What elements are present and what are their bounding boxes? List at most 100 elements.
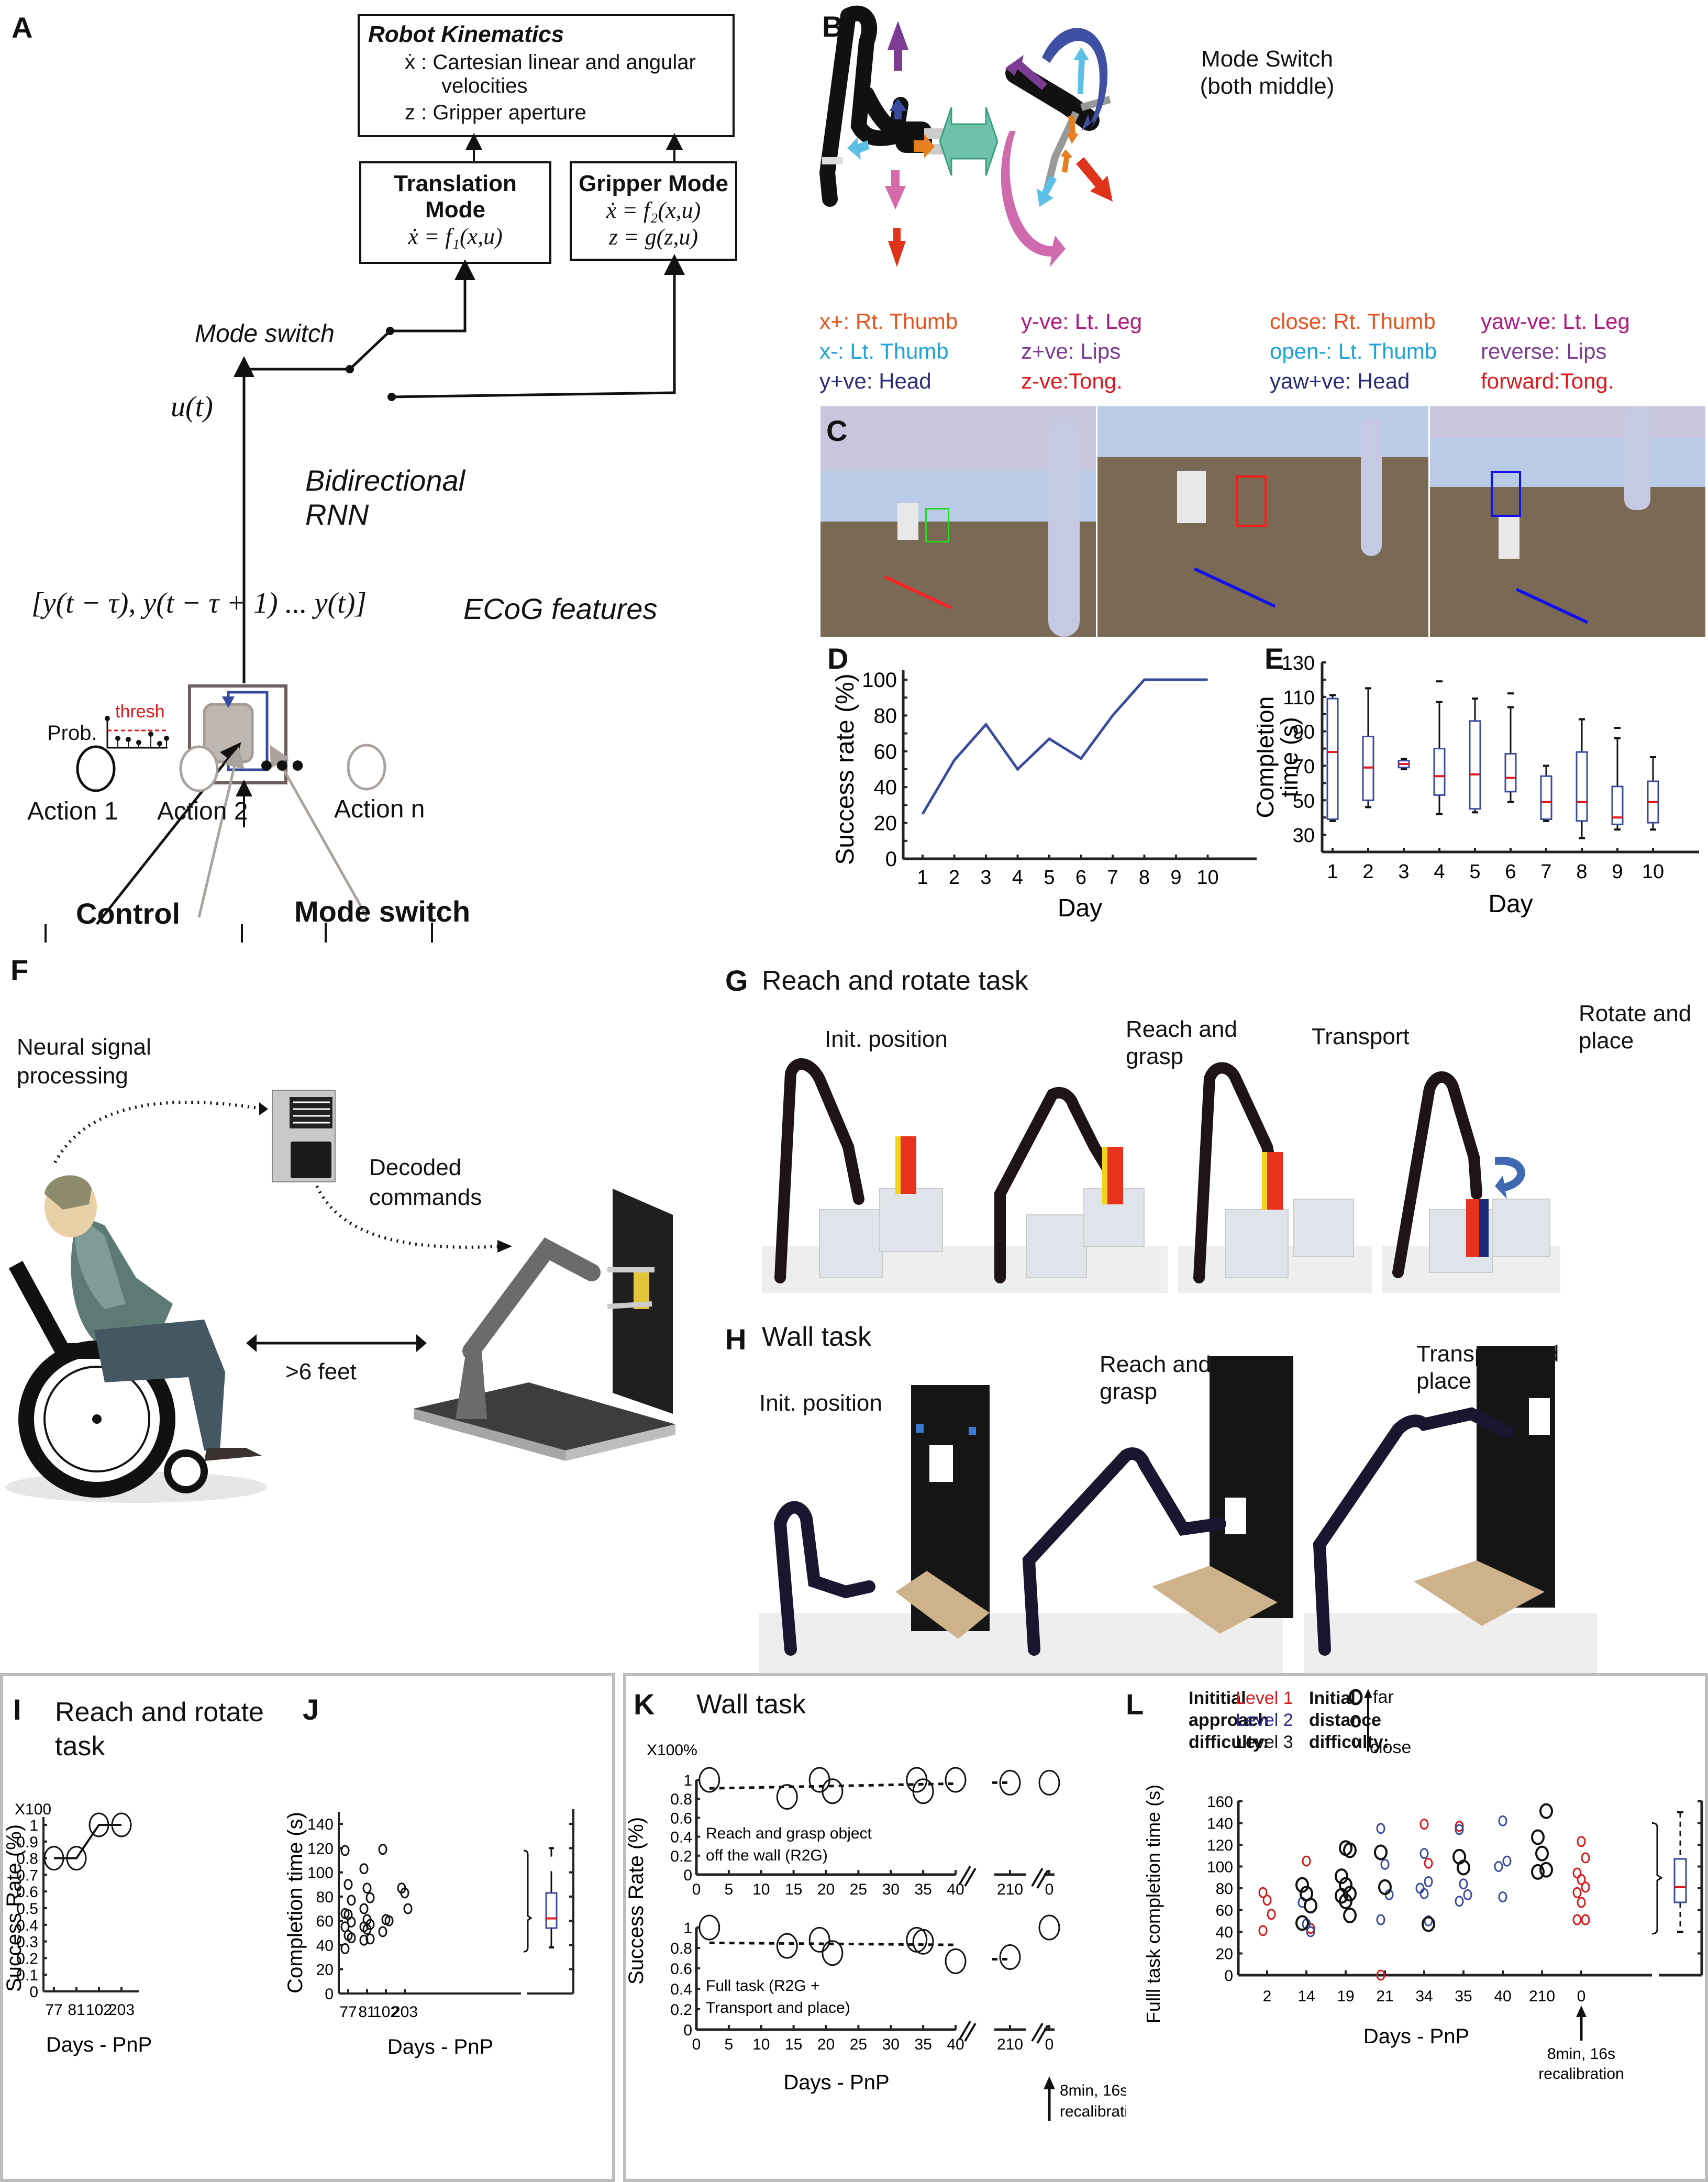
data-point [359, 1903, 369, 1914]
data-point-level-1 [1581, 1881, 1590, 1893]
g-photo-4 [1382, 1071, 1560, 1293]
y-tick-label: 0.2 [16, 1950, 38, 1967]
g-photo-2 [979, 1087, 1168, 1293]
y-tick-label: 0.7 [16, 1867, 38, 1884]
neural-signal-label-2: processing [17, 1063, 128, 1089]
g-step-4-label: Rotate and place [1579, 1001, 1692, 1054]
data-point-level-1 [1258, 1887, 1268, 1898]
g-photo-1 [762, 1058, 982, 1293]
x-tick-label: 10 [1196, 867, 1218, 889]
y-tick-label: 0.8 [670, 1791, 692, 1808]
x-tick-label: 15 [785, 2036, 802, 2053]
data-point [343, 1879, 353, 1890]
x-tick-label: 14 [1297, 1988, 1315, 2005]
mode-switch-text-1: Mode Switch [1201, 46, 1333, 72]
kinematics-line-1: ẋ : Cartesian linear and angular [405, 51, 696, 74]
map-reverse: reverse: Lips [1481, 339, 1607, 363]
panel-i-title-1: Reach and rotate [55, 1697, 264, 1727]
data-point [912, 1778, 934, 1804]
data-point [945, 1767, 967, 1793]
action-n-node [347, 744, 386, 791]
h-photo-3 [1304, 1346, 1597, 1676]
translation-mode-title-1: Translation [394, 171, 517, 196]
x-axis-label: Days - PnP [783, 2071, 889, 2094]
x-tick-label: 0 [1045, 1881, 1054, 1898]
axis-break-icon [1031, 2022, 1049, 2044]
x-tick-label: 35 [1455, 1988, 1472, 2005]
arrow-left-cyan-icon [847, 137, 869, 160]
recalibration-note-2: recalibration [1060, 2103, 1126, 2120]
simulation-frames [820, 406, 1705, 637]
y-tick-label: 80 [316, 1889, 334, 1906]
x-tick-label: 5 [725, 2036, 734, 2053]
y-tick-label: 0.4 [670, 1829, 692, 1846]
panel-label-h: H [725, 1323, 747, 1356]
x-axis-label: Day [1488, 890, 1533, 918]
sim-block [1499, 517, 1520, 559]
y-tick-label: 50 [1293, 790, 1315, 812]
y-tick-label: 140 [307, 1816, 334, 1833]
x-tick-label: 3 [1398, 861, 1409, 883]
action-1-node [76, 745, 116, 792]
data-point-level-2 [1459, 1878, 1468, 1890]
arrow-red-forward-icon [1076, 157, 1113, 202]
data-point [362, 1882, 372, 1894]
map-y-minus: y-ve: Lt. Leg [1021, 309, 1143, 334]
panel-label-k: K [634, 1688, 655, 1721]
l-legend-approach: Inititial approach difficulty: [1189, 1687, 1269, 1753]
data-point-level-1 [1577, 1897, 1586, 1908]
summary-brace [1651, 1822, 1663, 1935]
summary-brace [523, 1849, 533, 1953]
probability-stem-icon [105, 716, 169, 749]
data-point-level-2 [1376, 1823, 1385, 1834]
y-tick-label: 0.2 [670, 1848, 692, 1865]
y-tick-label: 100 [307, 1865, 334, 1882]
command-path-dotted [315, 1185, 503, 1249]
y-scale-note: X100% [647, 1742, 697, 1759]
y-tick-label: 1 [29, 1817, 38, 1834]
data-point [365, 1892, 375, 1903]
data-point-level-1 [1376, 1969, 1385, 1981]
kinematics-title: Robot Kinematics [368, 21, 564, 47]
x-tick-label: 0 [1577, 1988, 1586, 2005]
action-1-label: Action 1 [27, 798, 118, 825]
thresh-label: thresh [115, 702, 165, 722]
data-point [340, 1943, 350, 1954]
arrow-action-2 [197, 746, 245, 918]
kinematics-line-3: z : Gripper aperture [405, 101, 586, 124]
data-point-level-2 [1415, 1882, 1425, 1894]
x-tick-label: 7 [1540, 861, 1551, 883]
data-point-level-3 [1343, 1842, 1357, 1858]
wire-gripper [391, 254, 685, 398]
data-point [359, 1863, 369, 1875]
y-tick-label: 60 [316, 1913, 334, 1930]
y-tick-label: 20 [874, 812, 897, 835]
sim-frame-1 [820, 406, 1096, 637]
ecog-equation: [y(t − τ), y(t − τ + 1) ... y(t)] [31, 587, 367, 619]
l-legend-size-scale [1348, 1689, 1372, 1752]
x-tick-label: 6 [1505, 861, 1516, 883]
y-axis-label: Success Rate (%) [625, 1817, 648, 1985]
trend-line [709, 1941, 956, 1946]
x-tick-label: 25 [850, 2036, 867, 2053]
y-tick-label: 20 [316, 1962, 334, 1979]
arrow-cyan-down-left-icon [1037, 175, 1057, 207]
x-tick-label: 6 [1075, 867, 1086, 889]
success-rate-line [54, 1824, 121, 1859]
person-in-wheelchair-icon [5, 1175, 267, 1503]
arrow-orange-in-1-icon [1067, 116, 1079, 144]
box [1576, 751, 1588, 822]
x-axis-label: Days - PnP [46, 2033, 152, 2056]
data-point [1038, 1914, 1060, 1941]
axis-break-icon [1031, 1867, 1049, 1889]
data-point [66, 1846, 87, 1871]
x-tick-label: 5 [1469, 861, 1480, 883]
y-tick-label: 160 [1207, 1793, 1233, 1811]
box [1433, 748, 1446, 796]
l-legend-approach-line-1: Inititial [1189, 1688, 1246, 1708]
kinematics-line-2: velocities [441, 74, 528, 97]
u-of-t-label: u(t) [171, 391, 213, 423]
map-z-minus: z-ve:Tong. [1021, 369, 1123, 393]
